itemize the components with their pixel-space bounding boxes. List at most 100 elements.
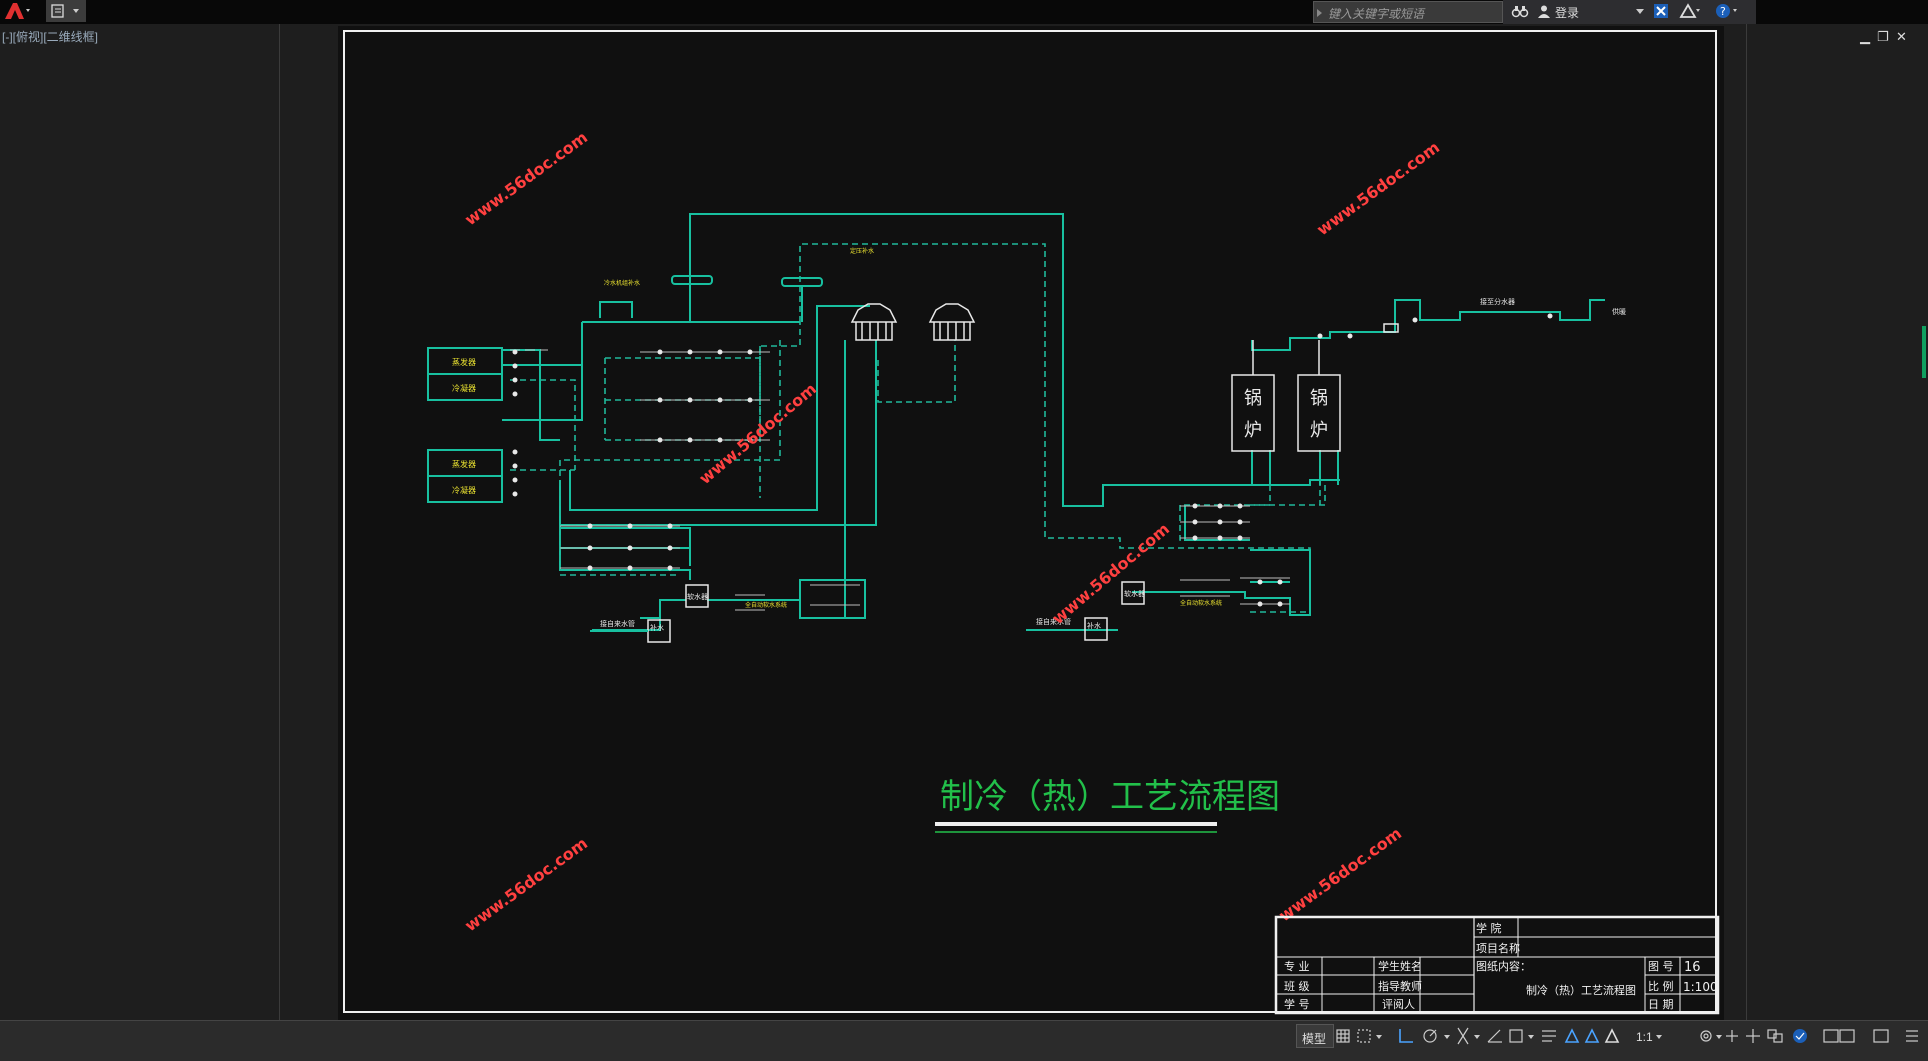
date-label: 日 期 <box>1648 998 1674 1011</box>
svg-text:锅: 锅 <box>1310 388 1328 409</box>
svg-text:接自来水管: 接自来水管 <box>1036 617 1071 626</box>
teacher-label: 指导教师 <box>1378 979 1422 993</box>
svg-text:软水器: 软水器 <box>687 592 708 601</box>
svg-text:蒸发器: 蒸发器 <box>452 459 476 469</box>
school-label: 学 院 <box>1476 921 1502 935</box>
vertical-scroll-indicator[interactable] <box>1922 326 1926 378</box>
watermark-5: www.56doc.com <box>461 834 591 936</box>
close-icon[interactable]: ✕ <box>1896 30 1907 45</box>
model-tab[interactable] <box>1296 1024 1334 1048</box>
application-menu-button[interactable] <box>0 0 34 22</box>
drawing-title: 制冷（热）工艺流程图 <box>940 777 1280 817</box>
project-label: 项目名称 <box>1476 941 1520 955</box>
svg-text:补水: 补水 <box>650 623 664 632</box>
viewport-left-divider <box>279 24 280 1020</box>
login-button[interactable]: 登录 <box>1555 5 1580 20</box>
isolate-objects-icon[interactable] <box>1767 1029 1783 1043</box>
scale-dropdown-icon[interactable] <box>1656 1035 1662 1039</box>
svg-text:接至分水器: 接至分水器 <box>1480 297 1515 306</box>
clean-screen-icon[interactable] <box>1823 1029 1855 1043</box>
boiler-labels: 锅 炉 锅 炉 <box>1244 388 1328 441</box>
exchange-apps-icon[interactable] <box>1653 3 1673 22</box>
chiller-units-left <box>427 347 503 503</box>
infocenter-panel: 登录 ? <box>1503 0 1756 24</box>
ortho-icon[interactable] <box>1399 1029 1413 1043</box>
drawing-no-value: 16 <box>1684 960 1701 975</box>
properties-icon[interactable] <box>1542 1030 1556 1042</box>
valve-dots-right <box>1192 313 1553 607</box>
student-label: 学生姓名 <box>1378 959 1422 973</box>
svg-text:冷凝器: 冷凝器 <box>452 383 476 393</box>
osnap-icon[interactable] <box>1457 1027 1480 1045</box>
drawing-paper <box>338 26 1724 1020</box>
help-icon[interactable]: ? <box>1715 3 1739 22</box>
login-dropdown-icon[interactable] <box>1635 5 1645 19</box>
binoculars-icon[interactable] <box>1511 3 1529 22</box>
autodesk-a360-icon[interactable] <box>1679 2 1701 22</box>
annotation-visibility-icon[interactable] <box>1564 1028 1580 1043</box>
watermark-3: www.56doc.com <box>695 379 820 488</box>
svg-text:软水器: 软水器 <box>1124 589 1145 598</box>
watermark-4: www.56doc.com <box>1048 519 1173 628</box>
annotation-scale-value[interactable]: 1:1 <box>1636 1030 1653 1044</box>
reviewer-label: 评阅人 <box>1382 998 1415 1011</box>
svg-text:冷凝器: 冷凝器 <box>452 485 476 495</box>
watermark-2: www.56doc.com <box>1313 138 1443 240</box>
watermark-1: www.56doc.com <box>461 128 591 230</box>
left-annotations: 冷水机组补水 全自动软水系统 定压补水 <box>604 247 874 609</box>
lineweight-icon[interactable] <box>1487 1029 1502 1043</box>
svg-text:?: ? <box>1720 5 1726 18</box>
quick-access-toolbar[interactable] <box>46 0 86 22</box>
svg-text:供暖: 供暖 <box>1612 307 1626 316</box>
workspace-gear-icon[interactable] <box>1700 1030 1722 1042</box>
crosshair-icon[interactable] <box>1746 1029 1760 1043</box>
application-top-bar: 键入关键字或短语 登录 ? <box>0 0 1928 24</box>
annotation-scale-icon[interactable] <box>1604 1028 1620 1043</box>
polar-tracking-icon[interactable] <box>1423 1029 1450 1043</box>
right-annotations: 全自动软水系统 <box>1180 599 1222 607</box>
autocad-logo-icon <box>5 3 30 19</box>
fullscreen-icon[interactable] <box>1873 1029 1889 1043</box>
svg-text:蒸发器: 蒸发器 <box>452 357 476 367</box>
svg-text:炉: 炉 <box>1310 420 1328 441</box>
svg-text:冷水机组补水: 冷水机组补水 <box>604 279 640 287</box>
heating-return-pipes <box>1179 450 1326 541</box>
top-heat-exchangers <box>671 275 823 322</box>
search-input[interactable]: 键入关键字或短语 <box>1313 1 1503 23</box>
restore-icon[interactable]: ❐ <box>1877 30 1889 45</box>
minimize-icon[interactable]: ▁ <box>1860 30 1870 45</box>
cooling-towers <box>850 303 976 341</box>
svg-text:锅: 锅 <box>1244 388 1262 409</box>
viewport-right-divider <box>1746 24 1747 1020</box>
snap-icon[interactable] <box>1357 1029 1382 1043</box>
model-tab-label: 模型 <box>1302 1032 1327 1046</box>
svg-text:炉: 炉 <box>1244 420 1262 441</box>
right-treatment-labels: 软水器 补水 接自来水管 接至分水器 供暖 <box>1036 297 1626 630</box>
svg-text:全自动软水系统: 全自动软水系统 <box>1180 599 1222 607</box>
plus-icon[interactable] <box>1726 1030 1738 1042</box>
content-label: 图纸内容： <box>1476 959 1531 973</box>
grid-icon[interactable] <box>1336 1029 1350 1043</box>
svg-text:补水: 补水 <box>1087 621 1101 630</box>
customize-menu-icon[interactable] <box>1906 1030 1918 1042</box>
watermark-6: www.56doc.com <box>1275 824 1405 926</box>
svg-text:全自动软水系统: 全自动软水系统 <box>745 601 787 609</box>
class-label: 班 级 <box>1284 980 1310 993</box>
right-treatment-units <box>1084 323 1399 641</box>
user-icon[interactable] <box>1537 4 1551 21</box>
auto-scale-icon[interactable] <box>1584 1028 1600 1043</box>
viewport-controls-label[interactable]: [-][俯视][二维线框] <box>2 30 99 44</box>
selection-cycling-icon[interactable] <box>1509 1029 1534 1043</box>
search-expand-icon[interactable] <box>1313 5 1325 19</box>
title-block-text: 学 院 项目名称 图纸内容： 制冷（热）工艺流程图 专 业 学生姓名 班 级 指… <box>1284 921 1718 1011</box>
boilers <box>1231 340 1341 452</box>
svg-text:接自来水管: 接自来水管 <box>600 619 635 628</box>
scale-value: 1:100 <box>1683 980 1718 994</box>
left-treatment-labels: 软水器 补水 接自来水管 <box>600 592 708 632</box>
valve-dots-left <box>512 349 753 571</box>
id-label: 学 号 <box>1284 997 1310 1011</box>
hardware-acceleration-icon[interactable] <box>1793 1029 1807 1043</box>
content-value: 制冷（热）工艺流程图 <box>1526 983 1636 997</box>
